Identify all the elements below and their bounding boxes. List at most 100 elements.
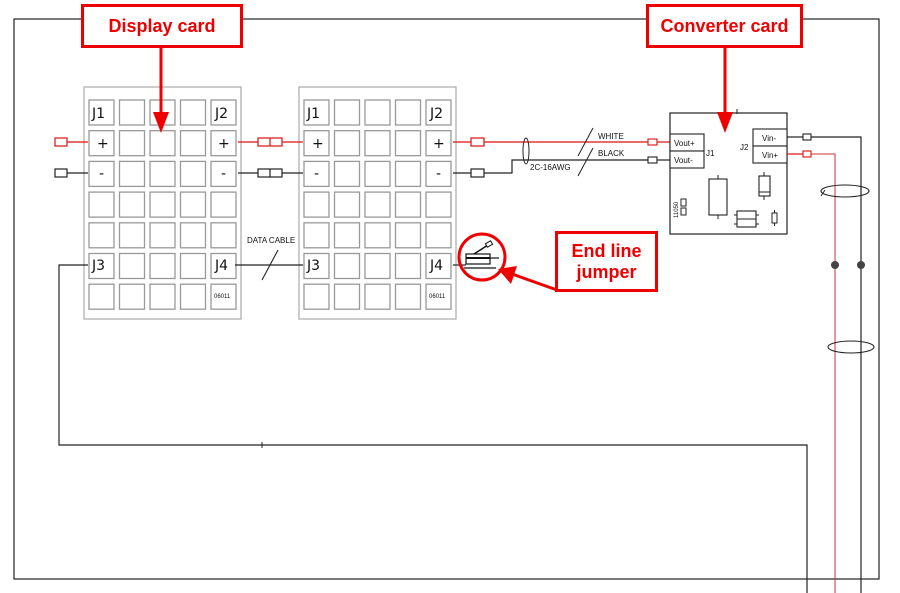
grid-cell xyxy=(394,160,422,188)
positive-connector xyxy=(470,137,485,147)
grid-cell xyxy=(425,283,452,310)
grid-cell xyxy=(333,191,361,218)
converter-card-callout: Converter card xyxy=(646,4,803,48)
vout-minus-terminal xyxy=(669,150,705,169)
display-card-callout: Display card xyxy=(81,4,243,48)
vout-minus-pin xyxy=(647,156,658,164)
grid-cell xyxy=(210,252,237,280)
grid-cell xyxy=(303,283,330,310)
grid-cell xyxy=(210,222,237,249)
grid-cell xyxy=(210,99,237,126)
grid-cell xyxy=(210,130,237,157)
grid-cell xyxy=(394,130,422,157)
j3-label: J3 xyxy=(306,258,320,274)
grid-cell xyxy=(149,130,176,157)
j1-label: J1 xyxy=(706,149,715,158)
grid-cell xyxy=(179,191,207,218)
grid-cell xyxy=(179,99,207,126)
grid-cell xyxy=(394,191,422,218)
grid-cell xyxy=(118,99,146,126)
grid-cell xyxy=(333,160,361,188)
grid-cell xyxy=(149,191,176,218)
grid-cell xyxy=(303,191,330,218)
return-data-wire xyxy=(58,264,808,593)
plus-right-label: + xyxy=(433,136,445,152)
grid-cell xyxy=(179,222,207,249)
minus-right-label: - xyxy=(436,166,441,182)
cable-spec-label: 2C-16AWG xyxy=(530,163,571,172)
grid-cell xyxy=(394,222,422,249)
grid-cell xyxy=(118,222,146,249)
grid-cell xyxy=(210,191,237,218)
grid-cell xyxy=(149,252,176,280)
plus-left-label: + xyxy=(312,136,324,152)
grid-cell xyxy=(394,99,422,126)
grid-cell xyxy=(179,160,207,188)
cable-sleeve xyxy=(827,340,875,354)
minus-left-label: - xyxy=(99,166,104,182)
grid-cell xyxy=(425,130,452,157)
cable-sleeve xyxy=(522,137,530,165)
grid-cell xyxy=(118,160,146,188)
display-card-2[interactable]: J1 J2 + + - - J3 J4 06011 xyxy=(298,86,457,320)
grid-cell xyxy=(303,160,330,188)
negative-wire xyxy=(484,159,648,174)
j3-label: J3 xyxy=(91,258,105,274)
grid-cell xyxy=(118,191,146,218)
grid-cell xyxy=(364,130,391,157)
part-code: 06011 xyxy=(214,294,231,300)
resistor-component xyxy=(771,212,778,224)
cable-slash xyxy=(577,147,594,177)
grid-cell xyxy=(425,191,452,218)
j2-label: J2 xyxy=(429,106,443,122)
plus-left-label: + xyxy=(97,136,109,152)
grid-cell xyxy=(364,160,391,188)
j1-label: J1 xyxy=(306,106,320,122)
vin-plus-connector xyxy=(802,150,812,158)
callout-arrows xyxy=(153,48,733,292)
grid-cell xyxy=(333,99,361,126)
grid-cell xyxy=(88,130,115,157)
grid-cell xyxy=(149,222,176,249)
negative-supply-wire xyxy=(811,136,862,593)
cable-slash xyxy=(261,249,279,281)
vin-minus-label: Vin- xyxy=(762,134,776,143)
j4-label: J4 xyxy=(429,258,443,274)
part-code: 11050 xyxy=(674,201,680,218)
grid-cell xyxy=(303,99,330,126)
grid-cell xyxy=(88,222,115,249)
cable-sleeve xyxy=(820,184,870,198)
end-line-jumper-callout-line1: End line xyxy=(571,240,642,261)
grid-cell xyxy=(149,160,176,188)
end-line-jumper-callout-line2: jumper xyxy=(576,261,637,282)
grid-cell xyxy=(303,252,330,280)
converter-card[interactable]: Vout+ Vout- J1 Vin- Vin+ J2 11050 xyxy=(669,109,788,235)
grid-cell xyxy=(88,99,115,126)
grid-cell xyxy=(364,252,391,280)
power-cable-to-converter: WHITE BLACK 2C-16AWG xyxy=(453,127,670,178)
outer-frame xyxy=(13,18,880,580)
grid-cell xyxy=(88,283,115,310)
grid-cell xyxy=(333,283,361,310)
positive-terminal xyxy=(54,137,68,147)
junction-dot xyxy=(857,261,865,269)
grid-cell xyxy=(425,160,452,188)
grid-cell xyxy=(364,99,391,126)
white-label: WHITE xyxy=(598,132,624,141)
junction-dot xyxy=(831,261,839,269)
grid-cell xyxy=(149,283,176,310)
data-cable: DATA CABLE xyxy=(235,236,303,281)
end-line-jumper[interactable] xyxy=(453,232,507,282)
vout-plus-pin xyxy=(647,138,658,146)
grid-cell xyxy=(303,130,330,157)
highlight-circle xyxy=(457,232,507,282)
negative-terminal xyxy=(54,168,68,178)
vout-plus-label: Vout+ xyxy=(674,139,695,148)
plus-right-label: + xyxy=(218,136,230,152)
grid-cell xyxy=(394,252,422,280)
grid-cell xyxy=(118,252,146,280)
minus-right-label: - xyxy=(221,166,226,182)
grid-cell xyxy=(333,130,361,157)
grid-cell xyxy=(333,222,361,249)
